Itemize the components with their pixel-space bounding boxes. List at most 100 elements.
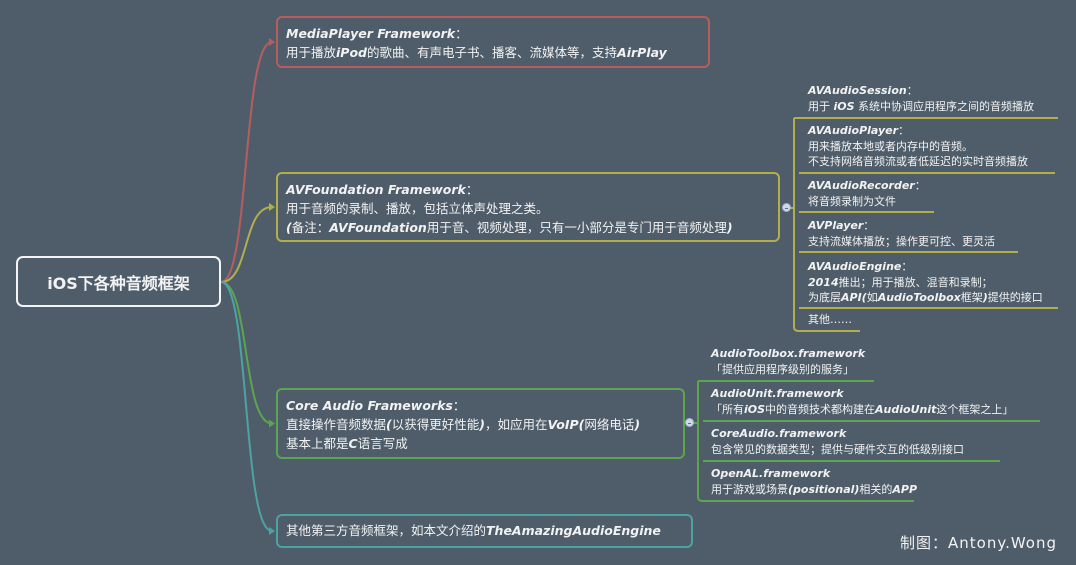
text-segment: 的歌曲、有声电子书、播客、流媒体等，支持 <box>367 45 618 60</box>
core_children-item[interactable]: AudioUnit.framework 「所有iOS中的音频技术都构建在Audio… <box>711 386 1013 417</box>
text-segment: ： <box>898 124 910 137</box>
text-segment: 用于 <box>808 99 834 113</box>
arrow-icon <box>269 527 275 535</box>
text-segment: ) <box>726 220 733 235</box>
text-segment: 备注： <box>291 220 330 235</box>
text-segment: 用于游戏或场景 <box>711 482 788 496</box>
text-segment: ( <box>286 220 292 235</box>
text-segment: 用于播放 <box>286 45 337 60</box>
text-line: AudioToolbox.framework <box>711 346 865 362</box>
text-segment: ： <box>452 398 466 413</box>
text-segment: OpenAL.framework <box>711 467 831 480</box>
branch-avfoundation <box>220 206 273 283</box>
text-line: 直接操作音频数据(以获得更好性能)，如应用在VoIP(网络电话) <box>286 415 675 434</box>
text-segment: AudioToolbox <box>877 291 961 304</box>
text-segment: 「提供应用程序级别的服务」 <box>711 362 854 376</box>
text-segment: ( <box>386 417 392 432</box>
text-line: 不支持网络音频流或者低延迟的实时音频播放 <box>808 154 1028 170</box>
text-line: MediaPlayer Framework： <box>286 24 700 43</box>
branch-mediaplayer <box>220 41 273 283</box>
text-segment: AudioToolbox.framework <box>711 347 866 360</box>
root-topic-label: iOS下各种音频框架 <box>47 273 190 293</box>
text-line: 「所有iOS中的音频技术都构建在AudioUnit这个框架之上」 <box>711 402 1013 418</box>
root-topic[interactable]: iOS下各种音频框架 <box>16 256 221 307</box>
credit-text: 制图：Antony.Wong <box>900 534 1057 552</box>
text-segment: ： <box>465 182 479 197</box>
text-line: 将音频录制为文件 <box>808 194 926 210</box>
text-segment: 将音频录制为文件 <box>808 194 896 208</box>
text-segment: AVAudioSession <box>808 84 907 97</box>
text-segment: AirPlay <box>617 45 667 60</box>
text-line: AudioUnit.framework <box>711 386 1013 402</box>
text-line: CoreAudio.framework <box>711 426 964 442</box>
text-line: OpenAL.framework <box>711 466 917 482</box>
text-segment: AVPlayer <box>808 219 864 232</box>
arrow-icon <box>269 38 275 46</box>
text-segment: ： <box>901 260 913 273</box>
text-segment: 不支持网络音频流或者低延迟的实时音频播放 <box>808 155 1028 168</box>
text-segment: AudioUnit.framework <box>711 387 844 400</box>
text-segment: ： <box>914 179 926 192</box>
text-segment: 其他第三方音频框架，如本文介绍的 <box>286 523 487 538</box>
text-segment: ) <box>634 417 641 432</box>
text-segment: MediaPlayer Framework <box>286 26 456 41</box>
text-segment: 推出；用于播放、混音和录制； <box>838 275 993 289</box>
text-line: 用于播放iPod的歌曲、有声电子书、播客、流媒体等，支持AirPlay <box>286 43 700 62</box>
text-segment: 其他…… <box>808 313 852 326</box>
text-line: AVFoundation Framework： <box>286 180 770 199</box>
av_children-item[interactable]: AVAudioRecorder：将音频录制为文件 <box>808 178 926 209</box>
text-line: AVPlayer： <box>808 218 995 234</box>
av_children-item[interactable]: AVAudioSession：用于 iOS 系统中协调应用程序之间的音频播放 <box>808 83 1034 114</box>
text-segment: 如 <box>866 291 878 304</box>
branch-thirdparty <box>220 281 273 532</box>
text-segment: 相关的 <box>859 482 893 496</box>
text-segment: iOS <box>744 402 766 416</box>
collapse-avfoundation-icon[interactable] <box>782 203 791 212</box>
text-segment: 以获得更好性能 <box>391 417 480 432</box>
text-segment: 提供的接口 <box>987 291 1043 304</box>
av_children-item[interactable]: AVPlayer：支持流媒体播放；操作更可控、更灵活 <box>808 218 995 249</box>
av_children-item[interactable]: 其他…… <box>808 312 852 328</box>
collapse-coreaudio-icon[interactable] <box>685 418 694 427</box>
topic-avfoundation[interactable]: AVFoundation Framework： 用于音频的录制、播放，包括立体声处… <box>276 172 780 242</box>
text-segment: 用于音、视频处理，只有一小部分是专门用于音频处理 <box>426 220 727 235</box>
text-line: 支持流媒体播放；操作更可控、更灵活 <box>808 234 995 250</box>
text-line: 2014推出；用于播放、混音和录制； <box>808 275 1043 291</box>
topic-coreaudio[interactable]: Core Audio Frameworks：直接操作音频数据(以获得更好性能)，… <box>276 388 685 459</box>
text-segment: ： <box>906 84 918 97</box>
text-line: 用于 iOS 系统中协调应用程序之间的音频播放 <box>808 99 1034 115</box>
av_children-item[interactable]: AVAudioEngine：2014推出；用于播放、混音和录制；为底层API(如… <box>808 259 1043 306</box>
text-line: 包含常见的数据类型；提供与硬件交互的低级别接口 <box>711 442 964 458</box>
text-segment: 支持流媒体播放；操作更可控、更灵活 <box>808 234 995 248</box>
text-segment: 用于音频的录制、播放，包括立体声处理之类。 <box>286 201 549 216</box>
topic-mediaplayer[interactable]: MediaPlayer Framework：用于播放iPod的歌曲、有声电子书、… <box>276 16 710 68</box>
text-segment: AVFoundation Framework <box>286 182 466 197</box>
text-line: AVAudioSession： <box>808 83 1034 99</box>
text-segment: 为底层 <box>808 291 841 304</box>
text-segment: VoIP( <box>547 417 585 432</box>
text-line: Core Audio Frameworks： <box>286 396 675 415</box>
text-segment: ： <box>455 26 468 41</box>
text-line: 其他…… <box>808 312 852 328</box>
text-segment: C <box>348 436 358 451</box>
arrow-icon <box>269 203 275 211</box>
text-line: 其他第三方音频框架，如本文介绍的TheAmazingAudioEngine <box>286 521 683 540</box>
topic-thirdparty[interactable]: 其他第三方音频框架，如本文介绍的TheAmazingAudioEngine <box>276 514 693 548</box>
text-line: 用来播放本地或者内存中的音频。 <box>808 139 1028 155</box>
text-line: (备注：AVFoundation用于音、视频处理，只有一小部分是专门用于音频处理… <box>286 218 770 237</box>
core_children-item[interactable]: AudioToolbox.framework 「提供应用程序级别的服务」 <box>711 346 865 377</box>
av_children-bracket <box>793 118 800 332</box>
text-segment: AVFoundation <box>329 220 427 235</box>
text-segment: 中的音频技术都构建在 <box>765 402 876 416</box>
text-segment: 「所有 <box>711 402 744 416</box>
text-line: 用于音频的录制、播放，包括立体声处理之类。 <box>286 199 770 218</box>
text-segment: ) <box>479 417 485 432</box>
text-segment: iOS <box>833 99 855 113</box>
text-segment: 用来播放本地或者内存中的音频。 <box>808 139 973 153</box>
text-segment: Core Audio Frameworks <box>286 398 453 413</box>
av_children-item[interactable]: AVAudioPlayer：用来播放本地或者内存中的音频。不支持网络音频流或者低… <box>808 123 1028 170</box>
text-segment: ，如应用在 <box>484 417 548 432</box>
text-line: AVAudioPlayer： <box>808 123 1028 139</box>
